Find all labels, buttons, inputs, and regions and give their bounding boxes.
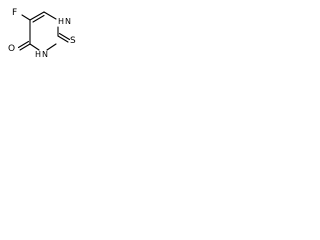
bond-c5-f — [21, 14, 31, 21]
bond-c2-n3 — [46, 43, 57, 51]
bond-c2-s — [57, 35, 69, 43]
atom-oxygen-label: O — [8, 44, 15, 54]
bond-c2-s-double — [58, 32, 71, 41]
molecule-structure: F O S H N H N — [8, 8, 76, 59]
atom-n3-hydrogen-label: H — [35, 50, 41, 59]
atom-n1-hydrogen-label: H — [58, 17, 64, 26]
atom-n3-label: N — [42, 50, 48, 59]
bond-c5-c6-double — [32, 14, 45, 23]
bond-c4-o — [19, 43, 31, 51]
atom-fluorine-label: F — [12, 8, 17, 18]
atom-n1-label: N — [65, 17, 71, 26]
bond-n3-c4 — [29, 43, 40, 51]
atom-sulfur-label: S — [70, 36, 76, 46]
bond-c4-o-double — [17, 40, 30, 49]
bond-c6-n1 — [43, 11, 57, 20]
bond-c5-c6 — [29, 11, 45, 21]
